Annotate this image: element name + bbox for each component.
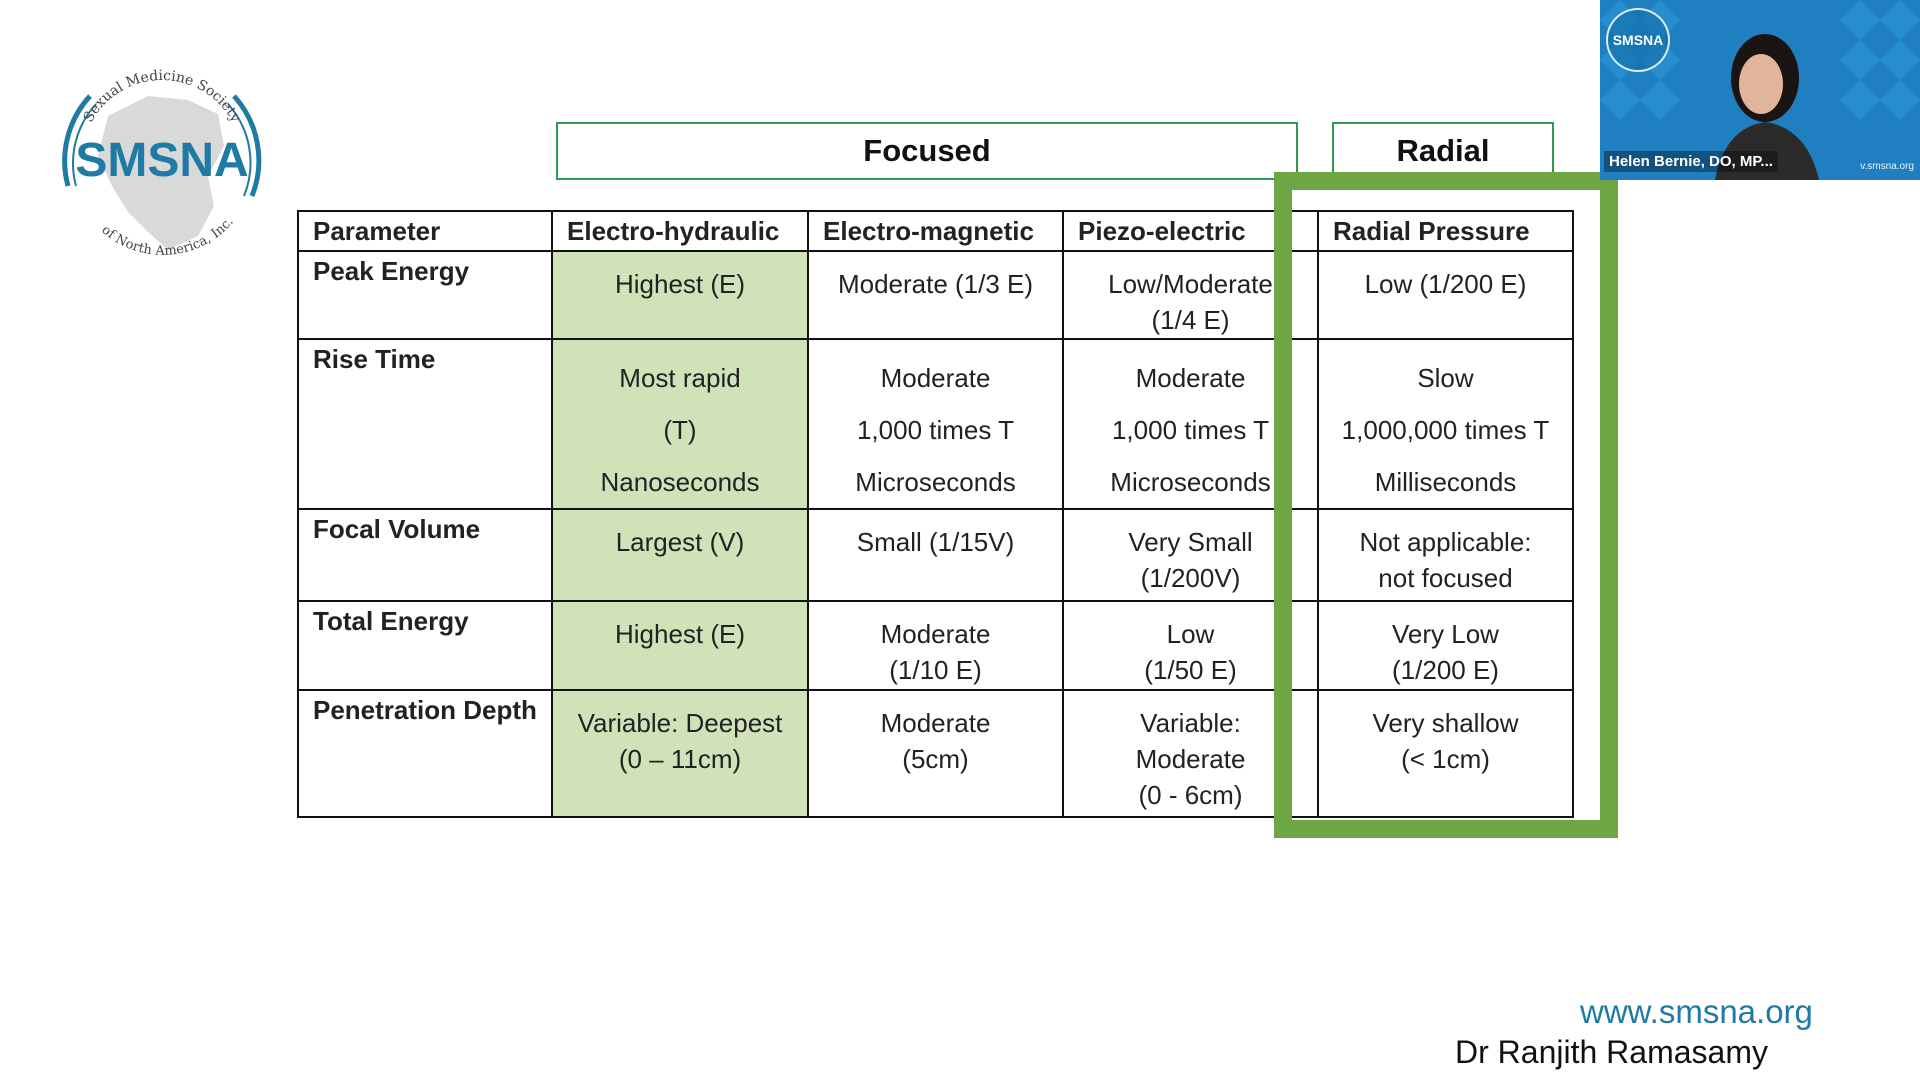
cell-line: 1,000 times T (856, 415, 1015, 445)
cell-line: Largest (V) (615, 527, 745, 557)
cell-line: Very shallow (1372, 708, 1519, 738)
table-row: Focal Volume Largest (V) Small (1/15V) V… (297, 508, 1574, 602)
cell-line: 1,000,000 times T (1341, 415, 1550, 445)
table-row: Peak Energy Highest (E) Moderate (1/3 E)… (297, 250, 1574, 340)
cell-line: not focused (1378, 563, 1513, 593)
cell-line: Low/Moderate (1108, 269, 1273, 299)
cell-line: Very Low (1392, 619, 1499, 649)
col-header-radial-pressure: Radial Pressure (1317, 210, 1574, 252)
table-cell: Highest (E) (551, 600, 809, 691)
table-cell: Not applicable: not focused (1317, 508, 1574, 602)
cell-line: Highest (E) (614, 269, 746, 299)
table-cell: Moderate 1,000 times T Microseconds (807, 338, 1064, 510)
table-row: Rise Time Most rapid (T) Nanoseconds Moder… (297, 338, 1574, 510)
col-header-parameter: Parameter (297, 210, 553, 252)
col-header-electro-hydraulic: Electro-hydraulic (551, 210, 809, 252)
row-label-rise-time: Rise Time (297, 338, 553, 510)
cell-line: Moderate (880, 363, 991, 393)
table-cell: Variable: Moderate (0 - 6cm) (1062, 689, 1319, 818)
cell-line: Low (1166, 619, 1215, 649)
cell-line: Moderate (1/3 E) (837, 269, 1034, 299)
table-row: Total Energy Highest (E) Moderate (1/10 E… (297, 600, 1574, 691)
cell-line: Moderate (1135, 363, 1246, 393)
row-label-penetration-depth: Penetration Depth (297, 689, 553, 818)
smsna-logo-graphic: Sexual Medicine Society of North America… (62, 68, 262, 259)
cell-line: (0 - 6cm) (1138, 780, 1243, 810)
cell-line: Milliseconds (1374, 467, 1517, 497)
cell-line: Not applicable: (1359, 527, 1532, 557)
table-cell: Low (1/200 E) (1317, 250, 1574, 340)
cell-line: (1/200V) (1140, 563, 1241, 593)
cell-line: Moderate (880, 708, 991, 738)
cell-line: Low (1/200 E) (1364, 269, 1527, 299)
cell-line: Moderate (1135, 744, 1246, 774)
cell-line: (0 – 11cm) (618, 744, 742, 774)
cell-line: (T) (663, 415, 697, 445)
radial-group-header: Radial (1332, 122, 1554, 180)
cell-line: Moderate (880, 619, 991, 649)
logo-wordmark: SMSNA (75, 134, 248, 187)
cell-line: Nanoseconds (600, 467, 760, 497)
table-cell: Variable: Deepest (0 – 11cm) (551, 689, 809, 818)
row-label-total-energy: Total Energy (297, 600, 553, 691)
table-cell: Small (1/15V) (807, 508, 1064, 602)
row-label-peak-energy: Peak Energy (297, 250, 553, 340)
table-cell: Slow 1,000,000 times T Milliseconds (1317, 338, 1574, 510)
table-cell: Very shallow (< 1cm) (1317, 689, 1574, 818)
presenter-name: Dr Ranjith Ramasamy (1455, 1034, 1768, 1070)
cell-line: Very Small (1128, 527, 1253, 557)
row-label-focal-volume: Focal Volume (297, 508, 553, 602)
table-cell: Largest (V) (551, 508, 809, 602)
footer-website: www.smsna.org (1580, 993, 1813, 1030)
cell-line: (5cm) (902, 744, 969, 774)
cell-line: (< 1cm) (1401, 744, 1490, 774)
table-cell: Very Small (1/200V) (1062, 508, 1319, 602)
table-cell: Low/Moderate (1/4 E) (1062, 250, 1319, 340)
col-header-piezo-electric: Piezo-electric (1062, 210, 1319, 252)
col-header-electro-magnetic: Electro-magnetic (807, 210, 1064, 252)
cell-line: Most rapid (619, 363, 741, 393)
smsna-badge-icon: SMSNA (1606, 8, 1670, 72)
table-cell: Highest (E) (551, 250, 809, 340)
north-america-map-shape (98, 96, 224, 250)
participant-name: Helen Bernie, DO, MP... (1604, 151, 1778, 172)
cell-line: Microseconds (1110, 467, 1271, 497)
cell-line: (1/200 E) (1392, 655, 1499, 685)
table-cell: Most rapid (T) Nanoseconds (551, 338, 809, 510)
table-cell: Moderate (1/10 E) (807, 600, 1064, 691)
table-cell: Moderate (5cm) (807, 689, 1064, 818)
participant-avatar (1715, 34, 1819, 180)
video-participant-tile[interactable]: SMSNA Helen Bernie, DO, MP... v.smsna.or… (1600, 0, 1920, 180)
cell-line: Microseconds (855, 467, 1016, 497)
table-cell: Moderate 1,000 times T Microseconds (1062, 338, 1319, 510)
table-cell: Moderate (1/3 E) (807, 250, 1064, 340)
cell-line: Slow (1417, 363, 1474, 393)
focused-group-header: Focused (556, 122, 1298, 180)
cell-line: (1/50 E) (1144, 655, 1237, 685)
participant-site: v.smsna.org (1860, 161, 1914, 172)
table-row: Penetration Depth Variable: Deepest (0 – … (297, 689, 1574, 818)
cell-line: Small (1/15V) (856, 527, 1015, 557)
smsna-logo: Sexual Medicine Society of North America… (38, 36, 286, 284)
table-cell: Very Low (1/200 E) (1317, 600, 1574, 691)
table-header-row: Parameter Electro-hydraulic Electro-magn… (297, 210, 1574, 252)
cell-line: Highest (E) (614, 619, 746, 649)
cell-line: 1,000 times T (1111, 415, 1270, 445)
shockwave-comparison-table: Parameter Electro-hydraulic Electro-magn… (297, 210, 1574, 818)
cell-line: Variable: Deepest (577, 708, 783, 738)
cell-line: (1/10 E) (889, 655, 982, 685)
cell-line: (1/4 E) (1151, 305, 1230, 335)
cell-line: Variable: (1140, 708, 1241, 738)
table-cell: Low (1/50 E) (1062, 600, 1319, 691)
